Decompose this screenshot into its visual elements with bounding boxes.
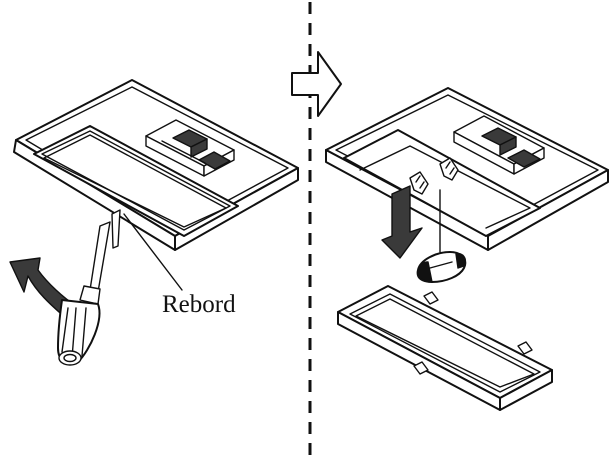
- festoon-bulb: [416, 251, 467, 283]
- callout-label: Rebord: [162, 291, 236, 318]
- right-panel: [325, 87, 609, 411]
- callout-leader-line: [123, 213, 183, 291]
- lamp-cavity: [343, 129, 541, 237]
- console-switch-block: [145, 119, 235, 177]
- screwdriver: [57, 209, 121, 366]
- overhead-console-housing: [13, 79, 299, 251]
- lamp-lens-removed: [337, 285, 553, 411]
- lamp-lens-installed: [33, 125, 239, 237]
- left-panel: Rebord: [9, 79, 299, 366]
- remove-direction-arrow: [381, 185, 423, 259]
- step-arrow: [291, 51, 342, 117]
- bulb-terminals: [409, 157, 459, 195]
- console-switch-block-open: [453, 115, 545, 175]
